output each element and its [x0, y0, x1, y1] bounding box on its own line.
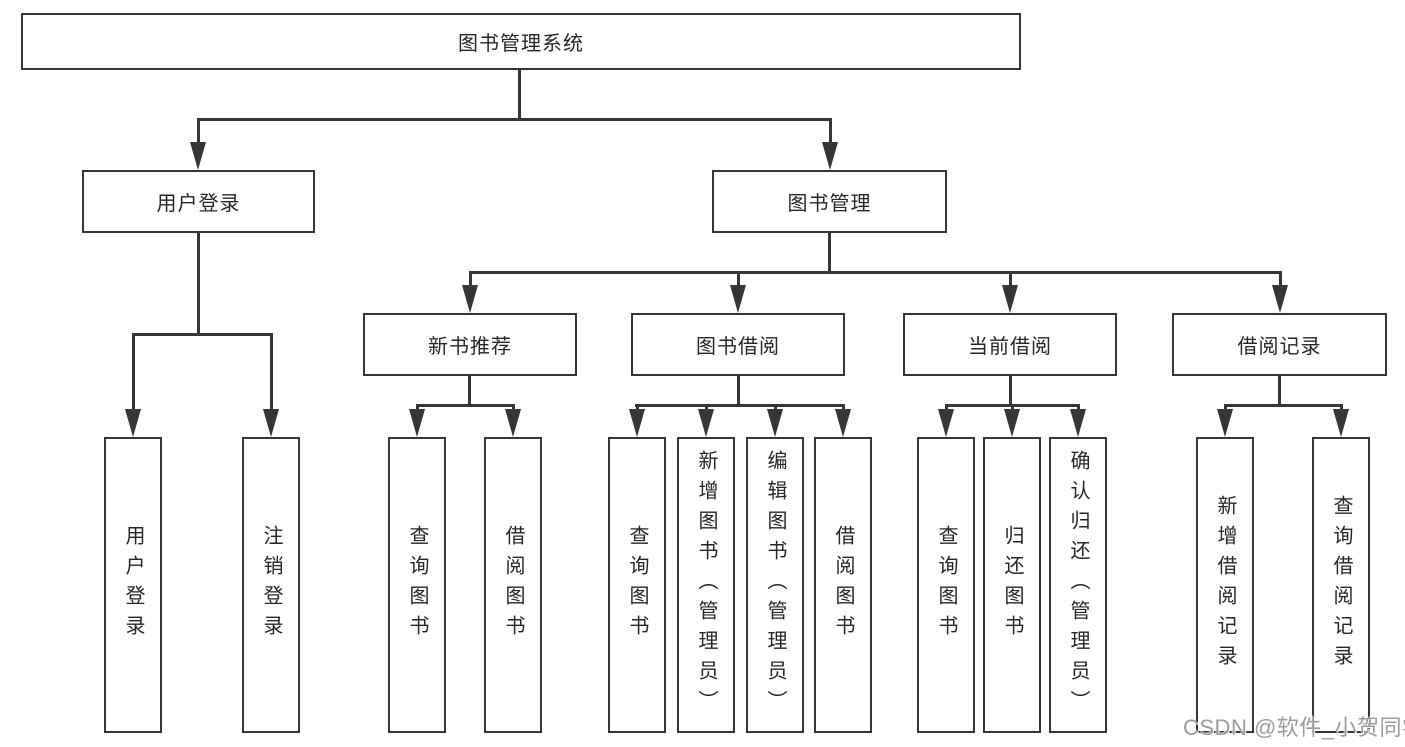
node-label: 新增图书（管理员）	[695, 450, 717, 720]
arrow-down-icon	[822, 118, 839, 170]
node-leaf-logout: 注销登录	[242, 437, 300, 733]
node-label: 借阅记录	[1237, 336, 1322, 358]
node-label: 图书管理系统	[458, 33, 584, 55]
node-leaf-borrow-query-book: 查询图书	[608, 437, 666, 733]
node-label: 查询借阅记录	[1330, 495, 1352, 675]
node-label: 编辑图书（管理员）	[764, 450, 786, 720]
node-leaf-borrow-borrow-book: 借阅图书	[814, 437, 872, 733]
connector-vline	[1009, 376, 1012, 407]
node-label: 新增借阅记录	[1214, 495, 1236, 675]
arrow-down-icon	[835, 404, 852, 437]
node-label: 确认归还（管理员）	[1067, 450, 1089, 720]
arrow-down-icon	[698, 404, 715, 437]
node-label: 图书管理	[787, 193, 872, 215]
node-label: 图书借阅	[696, 336, 780, 358]
arrow-down-icon	[125, 333, 142, 437]
connector-vline	[468, 376, 471, 407]
node-leaf-edit-book-admin: 编辑图书（管理员）	[746, 437, 804, 733]
arrow-down-icon	[1217, 404, 1234, 437]
node-leaf-return-book: 归还图书	[983, 437, 1041, 733]
arrow-down-icon	[730, 271, 747, 313]
node-leaf-user-login: 用户登录	[104, 437, 162, 733]
node-leaf-add-book-admin: 新增图书（管理员）	[677, 437, 735, 733]
arrow-down-icon	[263, 333, 280, 437]
arrow-down-icon	[409, 404, 426, 437]
node-leaf-query-borrow-record: 查询借阅记录	[1312, 437, 1370, 733]
connector-hline	[132, 333, 273, 336]
node-root: 图书管理系统	[21, 13, 1021, 70]
node-label: 借阅图书	[502, 525, 524, 645]
node-book-borrowing: 图书借阅	[631, 313, 845, 376]
connector-hline	[1224, 404, 1342, 407]
node-leaf-confirm-return-admin: 确认归还（管理员）	[1049, 437, 1107, 733]
node-leaf-add-borrow-record: 新增借阅记录	[1196, 437, 1254, 733]
node-label: 查询图书	[935, 525, 957, 645]
connector-vline	[518, 70, 521, 119]
node-label: 注销登录	[260, 525, 282, 645]
arrow-down-icon	[190, 118, 207, 170]
node-label: 用户登录	[156, 193, 241, 215]
node-current-borrowing: 当前借阅	[903, 313, 1117, 376]
arrow-down-icon	[462, 271, 479, 313]
arrow-down-icon	[505, 404, 522, 437]
arrow-down-icon	[1002, 271, 1019, 313]
arrow-down-icon	[629, 404, 646, 437]
arrow-down-icon	[767, 404, 784, 437]
node-label: 借阅图书	[832, 525, 854, 645]
node-leaf-recommend-query-book: 查询图书	[388, 437, 446, 733]
connector-hline	[469, 271, 1282, 274]
connector-vline	[828, 233, 831, 274]
node-book-management: 图书管理	[712, 170, 947, 233]
node-label: 归还图书	[1001, 525, 1023, 645]
arrow-down-icon	[1070, 404, 1087, 437]
node-label: 当前借阅	[968, 336, 1052, 358]
watermark: CSDN @软件_小贺同学	[1183, 715, 1405, 740]
arrow-down-icon	[1004, 404, 1021, 437]
arrow-down-icon	[938, 404, 955, 437]
arrow-down-icon	[1333, 404, 1350, 437]
connector-hline	[635, 404, 845, 407]
connector-hline	[197, 118, 831, 121]
node-label: 查询图书	[626, 525, 648, 645]
node-user-login: 用户登录	[82, 170, 315, 233]
node-label: 查询图书	[406, 525, 428, 645]
node-new-book-recommend: 新书推荐	[363, 313, 577, 376]
connector-vline	[737, 376, 740, 407]
node-label: 用户登录	[122, 525, 144, 645]
arrow-down-icon	[1272, 271, 1289, 313]
node-borrowing-records: 借阅记录	[1172, 313, 1387, 376]
connector-vline	[1278, 376, 1281, 407]
node-leaf-recommend-borrow-book: 借阅图书	[484, 437, 542, 733]
connector-hline	[416, 404, 515, 407]
node-label: 新书推荐	[428, 336, 512, 358]
node-leaf-current-query-book: 查询图书	[917, 437, 975, 733]
connector-vline	[197, 233, 200, 335]
